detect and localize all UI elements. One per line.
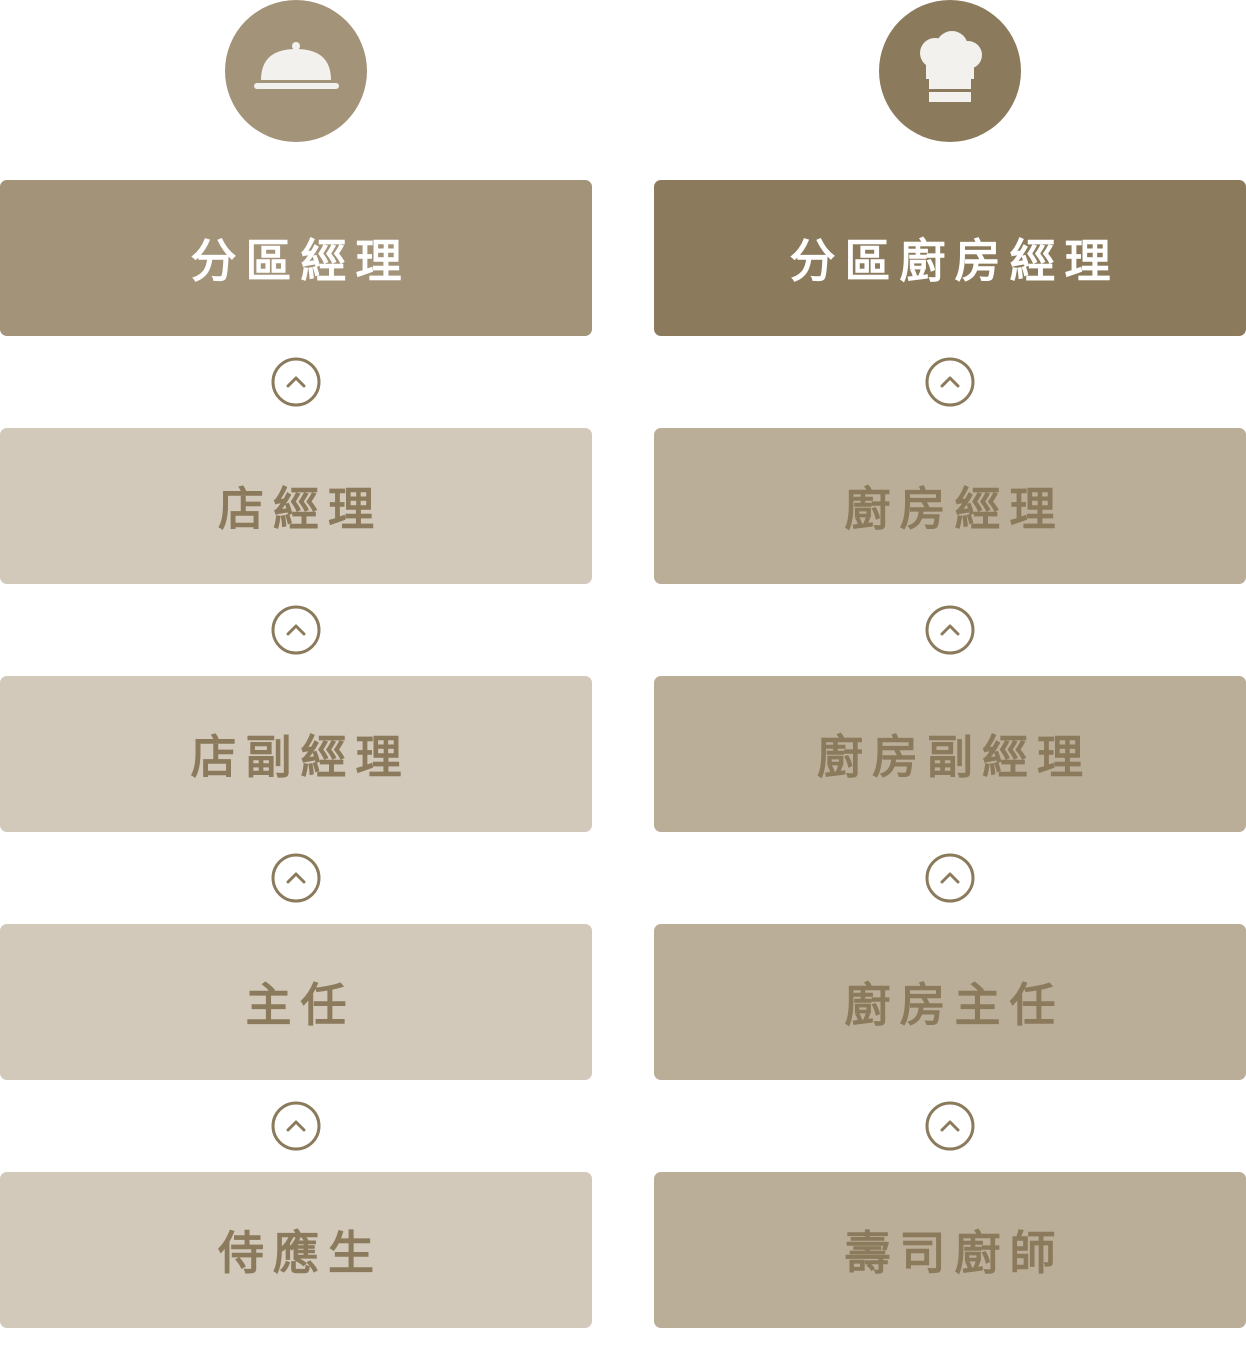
role-box-supervisor: 主任 bbox=[0, 924, 592, 1080]
role-box-assistant-store-manager: 店副經理 bbox=[0, 676, 592, 832]
role-box-kitchen-supervisor: 廚房主任 bbox=[654, 924, 1246, 1080]
kitchen-column: 分區廚房經理 廚房經理 廚房副經理 廚房主任 壽司廚師 bbox=[654, 0, 1246, 1348]
chef-hat-icon-badge bbox=[879, 0, 1021, 142]
arrow-up-icon bbox=[271, 357, 321, 407]
arrow-up-icon bbox=[925, 357, 975, 407]
arrow-up-icon bbox=[925, 1101, 975, 1151]
arrow-up-icon bbox=[925, 605, 975, 655]
arrow-up-icon bbox=[925, 853, 975, 903]
role-box-server: 侍應生 bbox=[0, 1172, 592, 1328]
arrow-up-icon bbox=[271, 605, 321, 655]
role-box-kitchen-manager: 廚房經理 bbox=[654, 428, 1246, 584]
role-box-sushi-chef: 壽司廚師 bbox=[654, 1172, 1246, 1328]
chef-hat-icon bbox=[879, 0, 1021, 142]
role-box-regional-kitchen-manager: 分區廚房經理 bbox=[654, 180, 1246, 336]
role-box-regional-manager: 分區經理 bbox=[0, 180, 592, 336]
arrow-up-icon bbox=[271, 1101, 321, 1151]
cloche-icon-badge bbox=[225, 0, 367, 142]
front-of-house-column: 分區經理 店經理 店副經理 主任 侍應生 bbox=[0, 0, 592, 1348]
cloche-icon bbox=[225, 0, 367, 142]
role-box-store-manager: 店經理 bbox=[0, 428, 592, 584]
role-box-assistant-kitchen-manager: 廚房副經理 bbox=[654, 676, 1246, 832]
arrow-up-icon bbox=[271, 853, 321, 903]
